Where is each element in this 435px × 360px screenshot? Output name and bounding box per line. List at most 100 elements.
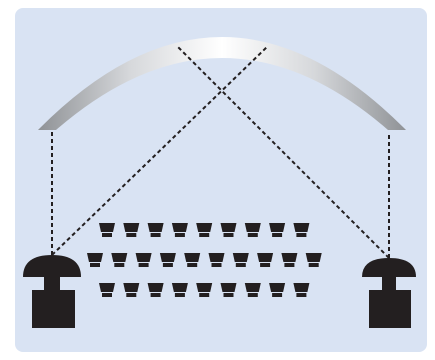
seat-back <box>171 223 188 232</box>
projector-right-neck <box>382 277 396 290</box>
seat-cushion <box>223 293 234 297</box>
seat-icon <box>269 283 286 297</box>
projector-right-body <box>369 290 411 328</box>
seat-cushion <box>150 293 161 297</box>
seat-back <box>87 253 103 262</box>
seat-cushion <box>211 263 222 267</box>
seat-icon <box>123 283 140 297</box>
projector-left-body <box>32 290 75 328</box>
seat-icon <box>220 283 237 297</box>
seat-back <box>111 253 128 262</box>
seat-icon <box>244 223 261 237</box>
seat-icon <box>99 223 115 237</box>
seat-icon <box>281 253 298 267</box>
seat-icon <box>123 223 140 237</box>
seat-back <box>232 253 249 262</box>
seat-cushion <box>308 263 319 267</box>
seat-back <box>257 253 274 262</box>
seat-cushion <box>138 263 149 267</box>
seat-cushion <box>174 233 185 237</box>
seat-back <box>99 223 115 232</box>
seat-cushion <box>114 263 125 267</box>
beam-left-diagonal <box>51 45 269 256</box>
seat-icon <box>111 253 128 267</box>
seat-icon <box>257 253 274 267</box>
seat-cushion <box>235 263 246 267</box>
seat-back <box>196 283 213 292</box>
seat-cushion <box>260 263 271 267</box>
seat-cushion <box>126 233 137 237</box>
seat-cushion <box>126 293 137 297</box>
seat-icon <box>196 223 213 237</box>
seat-icon <box>184 253 201 267</box>
seat-icon <box>171 283 188 297</box>
projector-right-lens-icon <box>362 258 416 277</box>
seat-back <box>184 253 201 262</box>
curved-screen-icon <box>38 37 406 130</box>
seat-back <box>147 223 164 232</box>
projector-left-lens-icon <box>23 255 81 277</box>
seat-cushion <box>102 293 112 297</box>
seat-cushion <box>223 233 234 237</box>
seat-icon <box>208 253 225 267</box>
seat-back <box>196 223 213 232</box>
seat-icon <box>147 223 164 237</box>
seat-back <box>281 253 298 262</box>
seat-back <box>244 223 261 232</box>
seat-icon <box>171 223 188 237</box>
seat-icon <box>196 283 213 297</box>
seat-back <box>269 283 286 292</box>
seat-icon <box>99 283 115 297</box>
projector-right <box>362 258 416 328</box>
seat-cushion <box>272 233 283 237</box>
seat-cushion <box>174 293 185 297</box>
beam-right-diagonal <box>176 45 390 259</box>
seat-cushion <box>187 263 198 267</box>
seat-back <box>135 253 152 262</box>
seat-icon <box>232 253 249 267</box>
seat-icon <box>269 223 286 237</box>
seat-back <box>123 283 140 292</box>
seat-cushion <box>284 263 295 267</box>
seat-cushion <box>247 293 258 297</box>
seat-cushion <box>296 293 307 297</box>
seat-back <box>171 283 188 292</box>
seat-icon <box>293 223 310 237</box>
seat-icon <box>159 253 176 267</box>
seat-cushion <box>162 263 173 267</box>
seat-back <box>208 253 225 262</box>
seat-back <box>147 283 164 292</box>
seat-back <box>269 223 286 232</box>
seat-cushion <box>296 233 307 237</box>
seat-icon <box>305 253 322 267</box>
projector-left-neck <box>44 277 60 290</box>
seat-back <box>244 283 261 292</box>
seat-back <box>220 223 237 232</box>
seat-icon <box>293 283 310 297</box>
seat-back <box>305 253 322 262</box>
seat-icon <box>87 253 103 267</box>
seat-back <box>99 283 115 292</box>
seat-cushion <box>102 233 112 237</box>
seat-cushion <box>199 233 210 237</box>
seat-cushion <box>90 263 100 267</box>
seat-icon <box>147 283 164 297</box>
seat-icon <box>220 223 237 237</box>
seat-back <box>293 223 310 232</box>
seat-cushion <box>199 293 210 297</box>
projection-beams <box>51 45 390 259</box>
seat-back <box>159 253 176 262</box>
seat-cushion <box>272 293 283 297</box>
audience-seating <box>87 223 322 297</box>
seat-back <box>220 283 237 292</box>
projector-left <box>23 255 81 328</box>
seat-back <box>123 223 140 232</box>
seat-icon <box>135 253 152 267</box>
seat-cushion <box>247 233 258 237</box>
seat-cushion <box>150 233 161 237</box>
seat-back <box>293 283 310 292</box>
background-panel <box>15 8 427 352</box>
seat-icon <box>244 283 261 297</box>
